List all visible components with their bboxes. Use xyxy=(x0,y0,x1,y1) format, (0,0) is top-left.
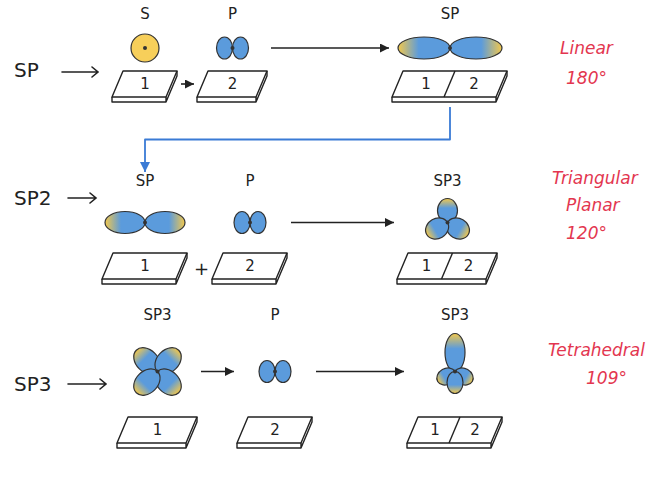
tile-number: 1 xyxy=(130,75,160,93)
arrow-connector xyxy=(271,47,389,49)
tile-number: 1 xyxy=(411,75,441,93)
orbital-name: SP3 xyxy=(395,172,500,190)
geometry-note: Tetrahedral xyxy=(548,340,645,360)
geometry-note: 109° xyxy=(586,368,627,388)
orbital-name: SP xyxy=(100,172,190,190)
tile-number: 1 xyxy=(420,421,450,439)
orbital-name: SP3 xyxy=(405,306,505,324)
row-arrow xyxy=(68,193,96,203)
orbital-box: SP3 12 xyxy=(395,172,500,287)
arrow-connector xyxy=(145,107,450,172)
arrow-connector xyxy=(181,83,194,85)
tile-number: 1 xyxy=(412,257,442,275)
geometry-note: Planar xyxy=(566,195,620,215)
row-label: SP xyxy=(14,58,39,82)
plus-sign: + xyxy=(194,258,209,279)
orbital-box: SP 1 xyxy=(100,172,190,287)
orbital-box: P2 xyxy=(195,5,270,105)
tile-number: 2 xyxy=(459,75,489,93)
row-arrow xyxy=(68,379,106,389)
orbital-name: P xyxy=(235,306,315,324)
orbital-box: SP3 1 xyxy=(115,306,200,451)
tile-number: 2 xyxy=(235,257,265,275)
geometry-note: Triangular xyxy=(552,168,638,188)
orbital-name: P xyxy=(210,172,290,190)
orbital-box: P2 xyxy=(235,306,315,451)
tile-number: 1 xyxy=(130,257,160,275)
orbital-name: S xyxy=(110,5,180,23)
tile-number: 2 xyxy=(454,257,484,275)
tile-number: 2 xyxy=(260,421,290,439)
arrow-connector xyxy=(316,371,404,373)
tile-number: 2 xyxy=(218,75,248,93)
row-arrow xyxy=(62,67,98,77)
arrow-connector xyxy=(201,371,234,373)
row-label: SP2 xyxy=(14,186,51,210)
geometry-note: Linear xyxy=(560,38,613,58)
orbital-box: S1 xyxy=(110,5,180,105)
orbital-tile-drawing xyxy=(405,306,505,451)
tile-number: 2 xyxy=(460,421,490,439)
orbital-box: SP 12 xyxy=(390,5,510,105)
orbital-box: P2 xyxy=(210,172,290,287)
geometry-note: 120° xyxy=(566,223,607,243)
orbital-name: SP3 xyxy=(115,306,200,324)
orbital-box: SP3 12 xyxy=(405,306,505,451)
geometry-note: 180° xyxy=(566,68,607,88)
orbital-name: SP xyxy=(390,5,510,23)
tile-number: 1 xyxy=(143,421,173,439)
row-label: SP3 xyxy=(14,372,51,396)
arrow-connector xyxy=(291,222,394,224)
orbital-name: P xyxy=(195,5,270,23)
